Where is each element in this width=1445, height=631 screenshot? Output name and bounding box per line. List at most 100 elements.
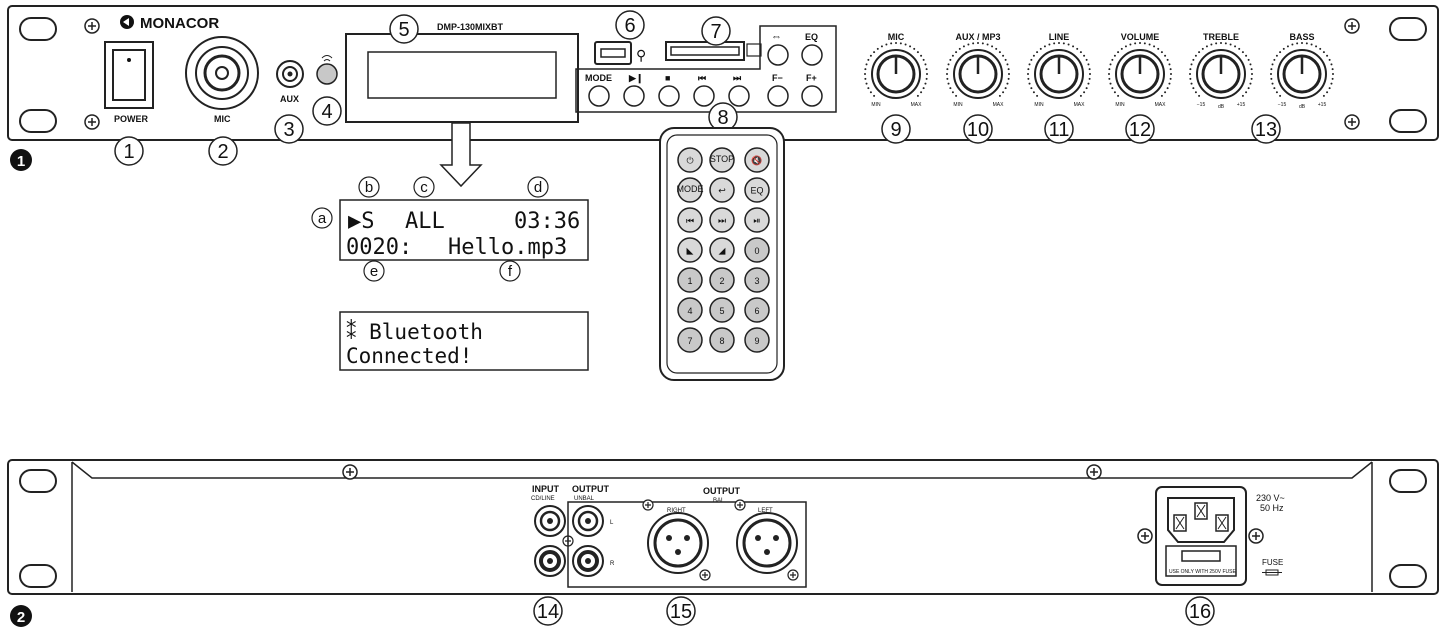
scale-dot (864, 73, 866, 75)
input-sub-label: CD/LINE (531, 496, 555, 502)
remote-button[interactable]: ⏭ (709, 207, 735, 233)
scale-dot (1201, 47, 1204, 50)
scale-dot (1168, 63, 1171, 66)
scale-dot (1117, 51, 1120, 54)
scale-dot (1270, 77, 1273, 80)
scale-dot (869, 91, 872, 94)
scale-dot (904, 43, 907, 46)
remote-button-shape (677, 327, 703, 353)
eq-button[interactable] (801, 44, 823, 66)
rca-output-right[interactable] (572, 545, 604, 577)
scale-dot (1296, 42, 1299, 45)
scale-dot (1004, 58, 1007, 61)
knob-6[interactable] (1270, 42, 1334, 99)
remote-button[interactable]: 4 (677, 297, 703, 323)
scale-dot (1108, 73, 1110, 75)
scale-dot (1194, 54, 1197, 57)
usb-port[interactable] (594, 41, 632, 65)
xlr-output-left[interactable] (736, 512, 798, 574)
scale-dot (1328, 58, 1331, 61)
remote-button[interactable]: 6 (744, 297, 770, 323)
scale-dot (1124, 45, 1127, 48)
scale-dot (1271, 82, 1274, 85)
remote-button[interactable]: 8 (709, 327, 735, 353)
scale-dot (1072, 45, 1075, 48)
xlr-output-right[interactable] (647, 512, 709, 574)
mic-combo-jack[interactable] (185, 36, 259, 110)
remote-button[interactable]: 1 (677, 267, 703, 293)
sd-card-slot[interactable] (665, 41, 745, 61)
folder-up-button[interactable] (801, 85, 823, 107)
folder-down-button[interactable] (767, 85, 789, 107)
knob-2[interactable] (946, 42, 1010, 99)
stop-button[interactable] (658, 85, 680, 107)
scale-dot (1234, 45, 1237, 48)
letter-callout-d: d (527, 176, 549, 198)
remote-button[interactable]: ⏻ (677, 147, 703, 173)
knob-5[interactable] (1189, 42, 1253, 99)
scale-dot (1129, 43, 1132, 46)
remote-button[interactable]: 2 (709, 267, 735, 293)
play-pause-button[interactable] (623, 85, 645, 107)
scale-dot (946, 77, 949, 80)
rca-output-left[interactable] (572, 505, 604, 537)
mains-socket[interactable] (1155, 486, 1247, 586)
scale-dot (1189, 73, 1191, 75)
svg-text:2: 2 (17, 609, 25, 626)
remote-button[interactable]: ↩ (709, 177, 735, 203)
remote-button[interactable]: STOP (709, 147, 735, 173)
screw-icon (787, 569, 799, 581)
rca-input-left[interactable] (534, 505, 566, 537)
remote-button-label: 6 (754, 306, 759, 316)
output-l-label: L (610, 520, 614, 526)
aux-jack[interactable] (276, 60, 304, 88)
remote-button-shape (744, 327, 770, 353)
remote-button[interactable]: 3 (744, 267, 770, 293)
prev-button[interactable] (693, 85, 715, 107)
scale-dot (1332, 73, 1334, 75)
scale-dot (1166, 58, 1169, 61)
repeat-button[interactable] (767, 44, 789, 66)
remote-button[interactable]: ◢ (709, 237, 735, 263)
remote-button[interactable]: MODE (677, 177, 704, 203)
screw-icon (734, 499, 746, 511)
knob-db-label: dB (1218, 104, 1225, 110)
scale-dot (1305, 42, 1308, 45)
remote-button[interactable]: ⏯ (744, 207, 770, 233)
screw-icon (1137, 528, 1153, 544)
remote-button[interactable]: 7 (677, 327, 703, 353)
letter-circle (311, 207, 333, 229)
remote-button[interactable]: 9 (744, 327, 770, 353)
output-box (567, 501, 807, 588)
scale-dot (1160, 94, 1163, 97)
input-label: INPUT (532, 484, 560, 494)
scale-dot (1002, 54, 1005, 57)
knob-max-label: +15 (1318, 102, 1327, 108)
knob-4[interactable] (1108, 42, 1172, 99)
remote-button[interactable]: ⏮ (677, 207, 703, 233)
remote-button[interactable]: 0 (744, 237, 770, 263)
scale-dot (955, 94, 958, 97)
scale-dot (958, 47, 961, 50)
remote-button[interactable]: 5 (709, 297, 735, 323)
remote-button-shape (677, 297, 703, 323)
remote-button-shape (709, 207, 735, 233)
remote-button[interactable]: 🔇 (744, 147, 770, 173)
ir-sensor (316, 55, 338, 85)
knob-3[interactable] (1027, 42, 1091, 99)
scale-dot (1007, 68, 1010, 71)
remote-button[interactable]: EQ (744, 177, 770, 203)
scale-dot (895, 42, 897, 44)
letter-text: b (365, 179, 373, 196)
power-switch[interactable] (104, 41, 154, 109)
fuse-label: FUSE (1262, 558, 1283, 567)
svg-text:1: 1 (17, 153, 25, 170)
scale-dot (1143, 42, 1146, 45)
rca-input-right[interactable] (534, 545, 566, 577)
mode-button[interactable] (588, 85, 610, 107)
remote-button[interactable]: ◣ (677, 237, 703, 263)
knob-min-label: MIN (953, 102, 963, 108)
next-button[interactable] (728, 85, 750, 107)
knob-1[interactable] (864, 42, 928, 99)
scale-dot (998, 94, 1001, 97)
